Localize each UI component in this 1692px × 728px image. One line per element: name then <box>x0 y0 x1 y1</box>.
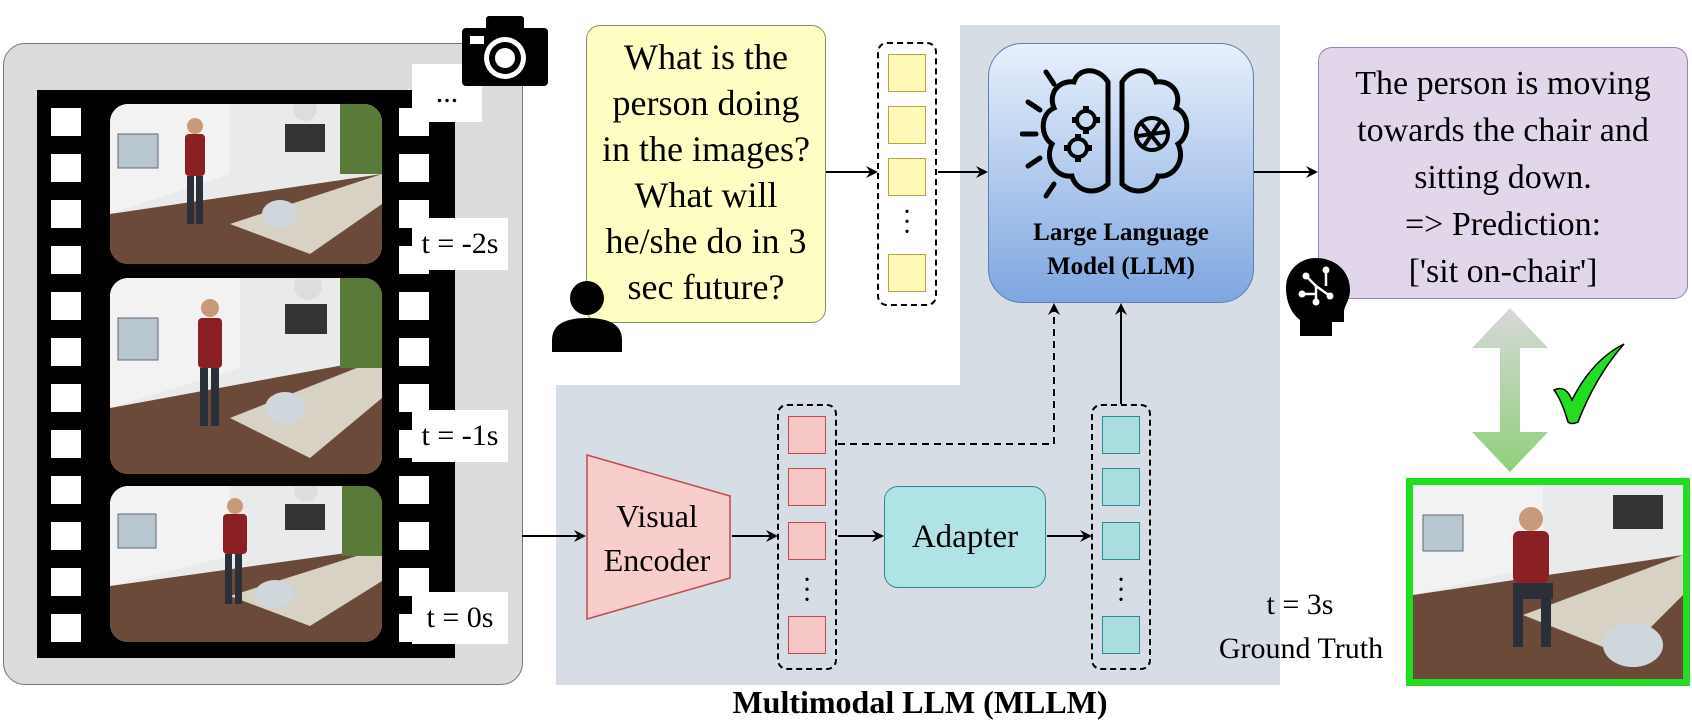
mllm-caption: Multimodal LLM (MLLM) <box>732 684 1108 720</box>
visual-encoder-label: Visual Encoder <box>592 494 722 582</box>
question-line: sec future? <box>627 267 785 307</box>
ground-truth-label: Ground Truth <box>1218 632 1384 665</box>
prediction-line: sitting down. <box>1414 159 1592 196</box>
llm-title-line: Large Language <box>1033 219 1209 246</box>
question-line: he/she do in 3 <box>605 221 807 261</box>
question-line: in the images? <box>602 129 810 169</box>
question-line: What is the <box>624 37 788 77</box>
visual-token <box>788 468 826 506</box>
ground-truth-time: t = 3s <box>1266 588 1334 621</box>
adapter-label: Adapter <box>911 518 1019 555</box>
prediction-box: The person is moving towards the chair a… <box>1318 47 1688 299</box>
prediction-line: towards the chair and <box>1357 112 1649 149</box>
visual-token <box>788 522 826 560</box>
adapted-token <box>1102 416 1140 454</box>
llm-title: Large Language Model (LLM) <box>988 216 1254 284</box>
question-line: What will <box>634 175 778 215</box>
visual-encoder-line: Encoder <box>603 542 711 578</box>
visual-token <box>788 416 826 454</box>
ellipsis-dots: ··· <box>902 197 912 248</box>
adapted-token <box>1102 468 1140 506</box>
text-token <box>888 106 926 144</box>
text-token <box>888 54 926 92</box>
ai-head-icon <box>1286 258 1350 336</box>
text-token <box>888 158 926 196</box>
prediction-line: The person is moving <box>1355 65 1651 102</box>
frame-time-label: t = -2s <box>412 218 508 270</box>
arrow-visual-tokens-to-llm-dashed <box>838 303 1060 445</box>
question-line: person doing <box>612 83 800 123</box>
brain-icon <box>1020 68 1190 199</box>
frame-time-label: t = -1s <box>412 410 508 462</box>
visual-token <box>788 616 826 654</box>
adapted-token-column <box>1091 404 1151 670</box>
prediction-line: => Prediction: <box>1404 206 1602 243</box>
adapted-token <box>1102 616 1140 654</box>
llm-title-line: Model (LLM) <box>1047 253 1195 280</box>
ellipsis-dots: ··· <box>802 565 812 616</box>
camera-icon <box>462 16 548 86</box>
adapter-box: Adapter <box>884 486 1046 588</box>
adapted-token <box>1102 522 1140 560</box>
user-icon <box>552 281 622 352</box>
video-frame-2 <box>110 278 382 474</box>
visual-encoder <box>586 454 731 620</box>
comparison-double-arrow <box>1472 308 1548 472</box>
video-frame-1 <box>110 104 382 264</box>
prediction-line: ['sit on-chair'] <box>1408 253 1598 290</box>
checkmark-icon <box>1552 343 1625 425</box>
ellipsis-dots: ··· <box>1116 565 1126 616</box>
text-token-column <box>877 42 937 306</box>
ground-truth-frame <box>1406 478 1690 686</box>
visual-encoder-line: Visual <box>616 498 698 534</box>
text-token <box>888 254 926 292</box>
question-box: What is the person doing in the images? … <box>586 25 826 323</box>
video-frame-3 <box>110 486 382 642</box>
visual-token-column <box>777 404 837 670</box>
frame-time-label: t = 0s <box>412 592 508 644</box>
